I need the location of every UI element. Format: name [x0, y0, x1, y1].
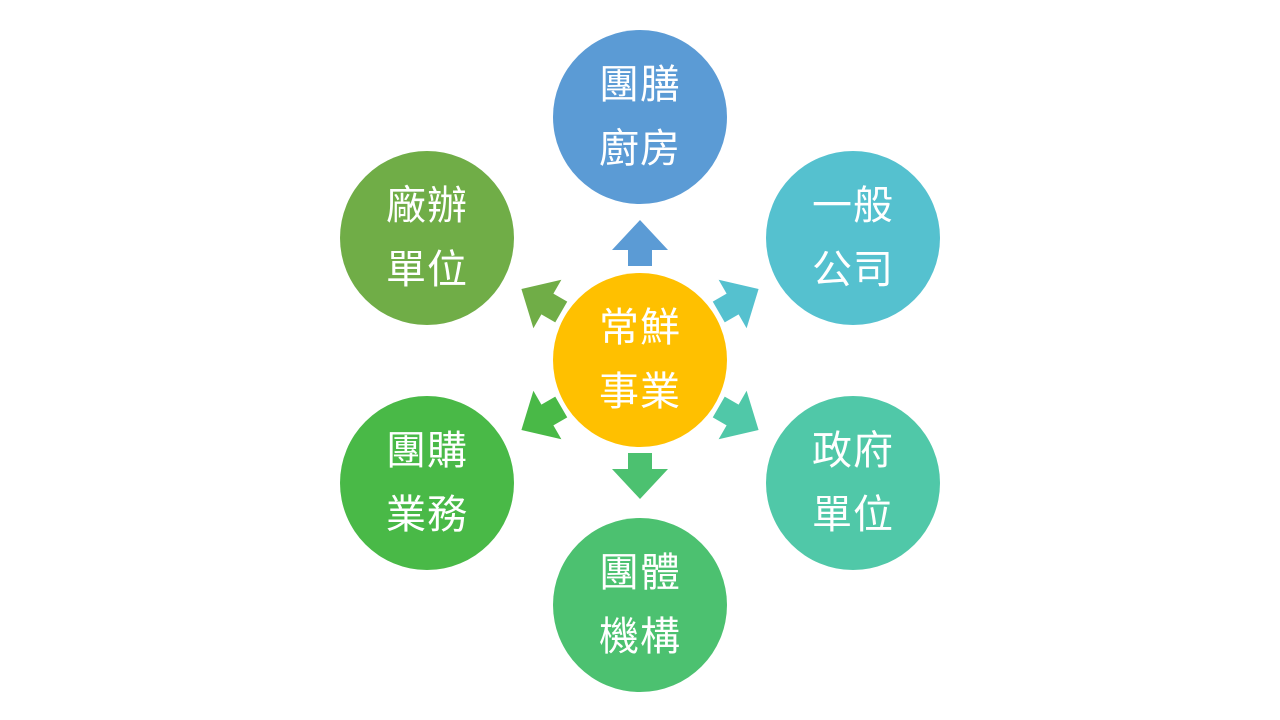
node-label-line2: 公司	[812, 247, 894, 293]
arrow-to-bottom	[612, 453, 668, 499]
arrow-to-bottom-right	[712, 390, 759, 440]
node-label-line1: 團購	[386, 428, 468, 474]
node-label-line2: 機構	[599, 614, 681, 660]
node-label-line1: 團膳	[599, 62, 681, 108]
node-label-line1: 團體	[599, 550, 681, 596]
node-government-unit: 政府 單位	[766, 396, 940, 570]
node-group-buying-business: 團購 業務	[340, 396, 514, 570]
center-label-line2: 事業	[599, 369, 681, 415]
center-label-line1: 常鮮	[599, 305, 681, 351]
node-label-line2: 廚房	[599, 126, 681, 172]
node-label-line2: 單位	[812, 492, 894, 538]
node-label-line2: 業務	[386, 492, 468, 538]
arrow-to-top-right	[712, 279, 759, 329]
node-team-meal-kitchen: 團膳 廚房	[553, 30, 727, 204]
arrow-to-bottom-left	[521, 390, 568, 440]
node-factory-office-unit: 廠辦 單位	[340, 151, 514, 325]
node-label-line1: 政府	[812, 428, 894, 474]
node-label-line2: 單位	[386, 247, 468, 293]
center-node: 常鮮 事業	[553, 273, 727, 447]
node-group-institution: 團體 機構	[553, 518, 727, 692]
arrow-to-top-left	[521, 279, 568, 329]
node-general-company: 一般 公司	[766, 151, 940, 325]
arrow-to-top	[612, 220, 668, 266]
node-label-line1: 廠辦	[386, 183, 468, 229]
node-label-line1: 一般	[812, 183, 894, 229]
